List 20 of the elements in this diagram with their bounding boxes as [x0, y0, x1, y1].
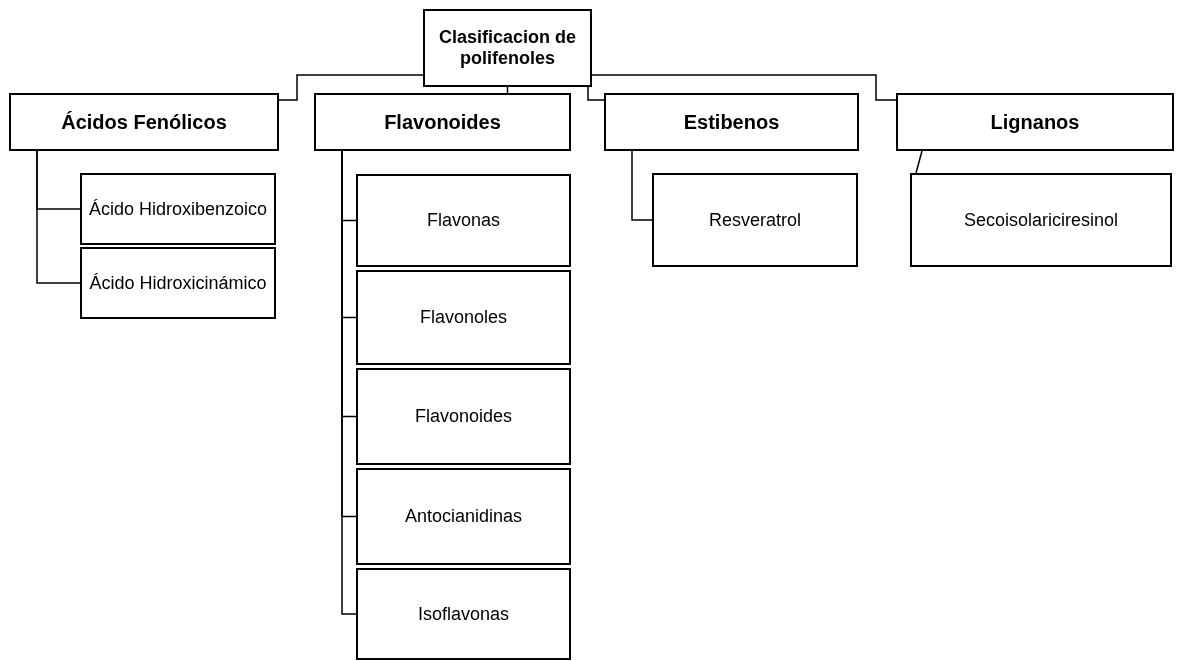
category-box: Estibenos — [604, 93, 859, 151]
subcategory-box: Ácido Hidroxicinámico — [80, 247, 276, 319]
subcategory-box: Antocianidinas — [356, 468, 571, 565]
subcategory-box: Flavonas — [356, 174, 571, 267]
connector-line — [278, 74, 424, 101]
connector-line — [36, 150, 81, 284]
category-box: Flavonoides — [314, 93, 571, 151]
category-box: Ácidos Fenólicos — [9, 93, 279, 151]
subcategory-box: Resveratrol — [652, 173, 858, 267]
subcategory-box: Secoisolariciresinol — [910, 173, 1172, 267]
title-box: Clasificacion de polifenoles — [423, 9, 592, 87]
connector-line — [587, 86, 605, 101]
subcategory-box: Flavonoles — [356, 270, 571, 365]
subcategory-box: Ácido Hidroxibenzoico — [80, 173, 276, 245]
subcategory-box: Flavonoides — [356, 368, 571, 465]
subcategory-box: Isoflavonas — [356, 568, 571, 660]
connector-line — [591, 74, 897, 101]
category-box: Lignanos — [896, 93, 1174, 151]
connector-line — [915, 150, 923, 174]
connector-line — [631, 150, 653, 221]
